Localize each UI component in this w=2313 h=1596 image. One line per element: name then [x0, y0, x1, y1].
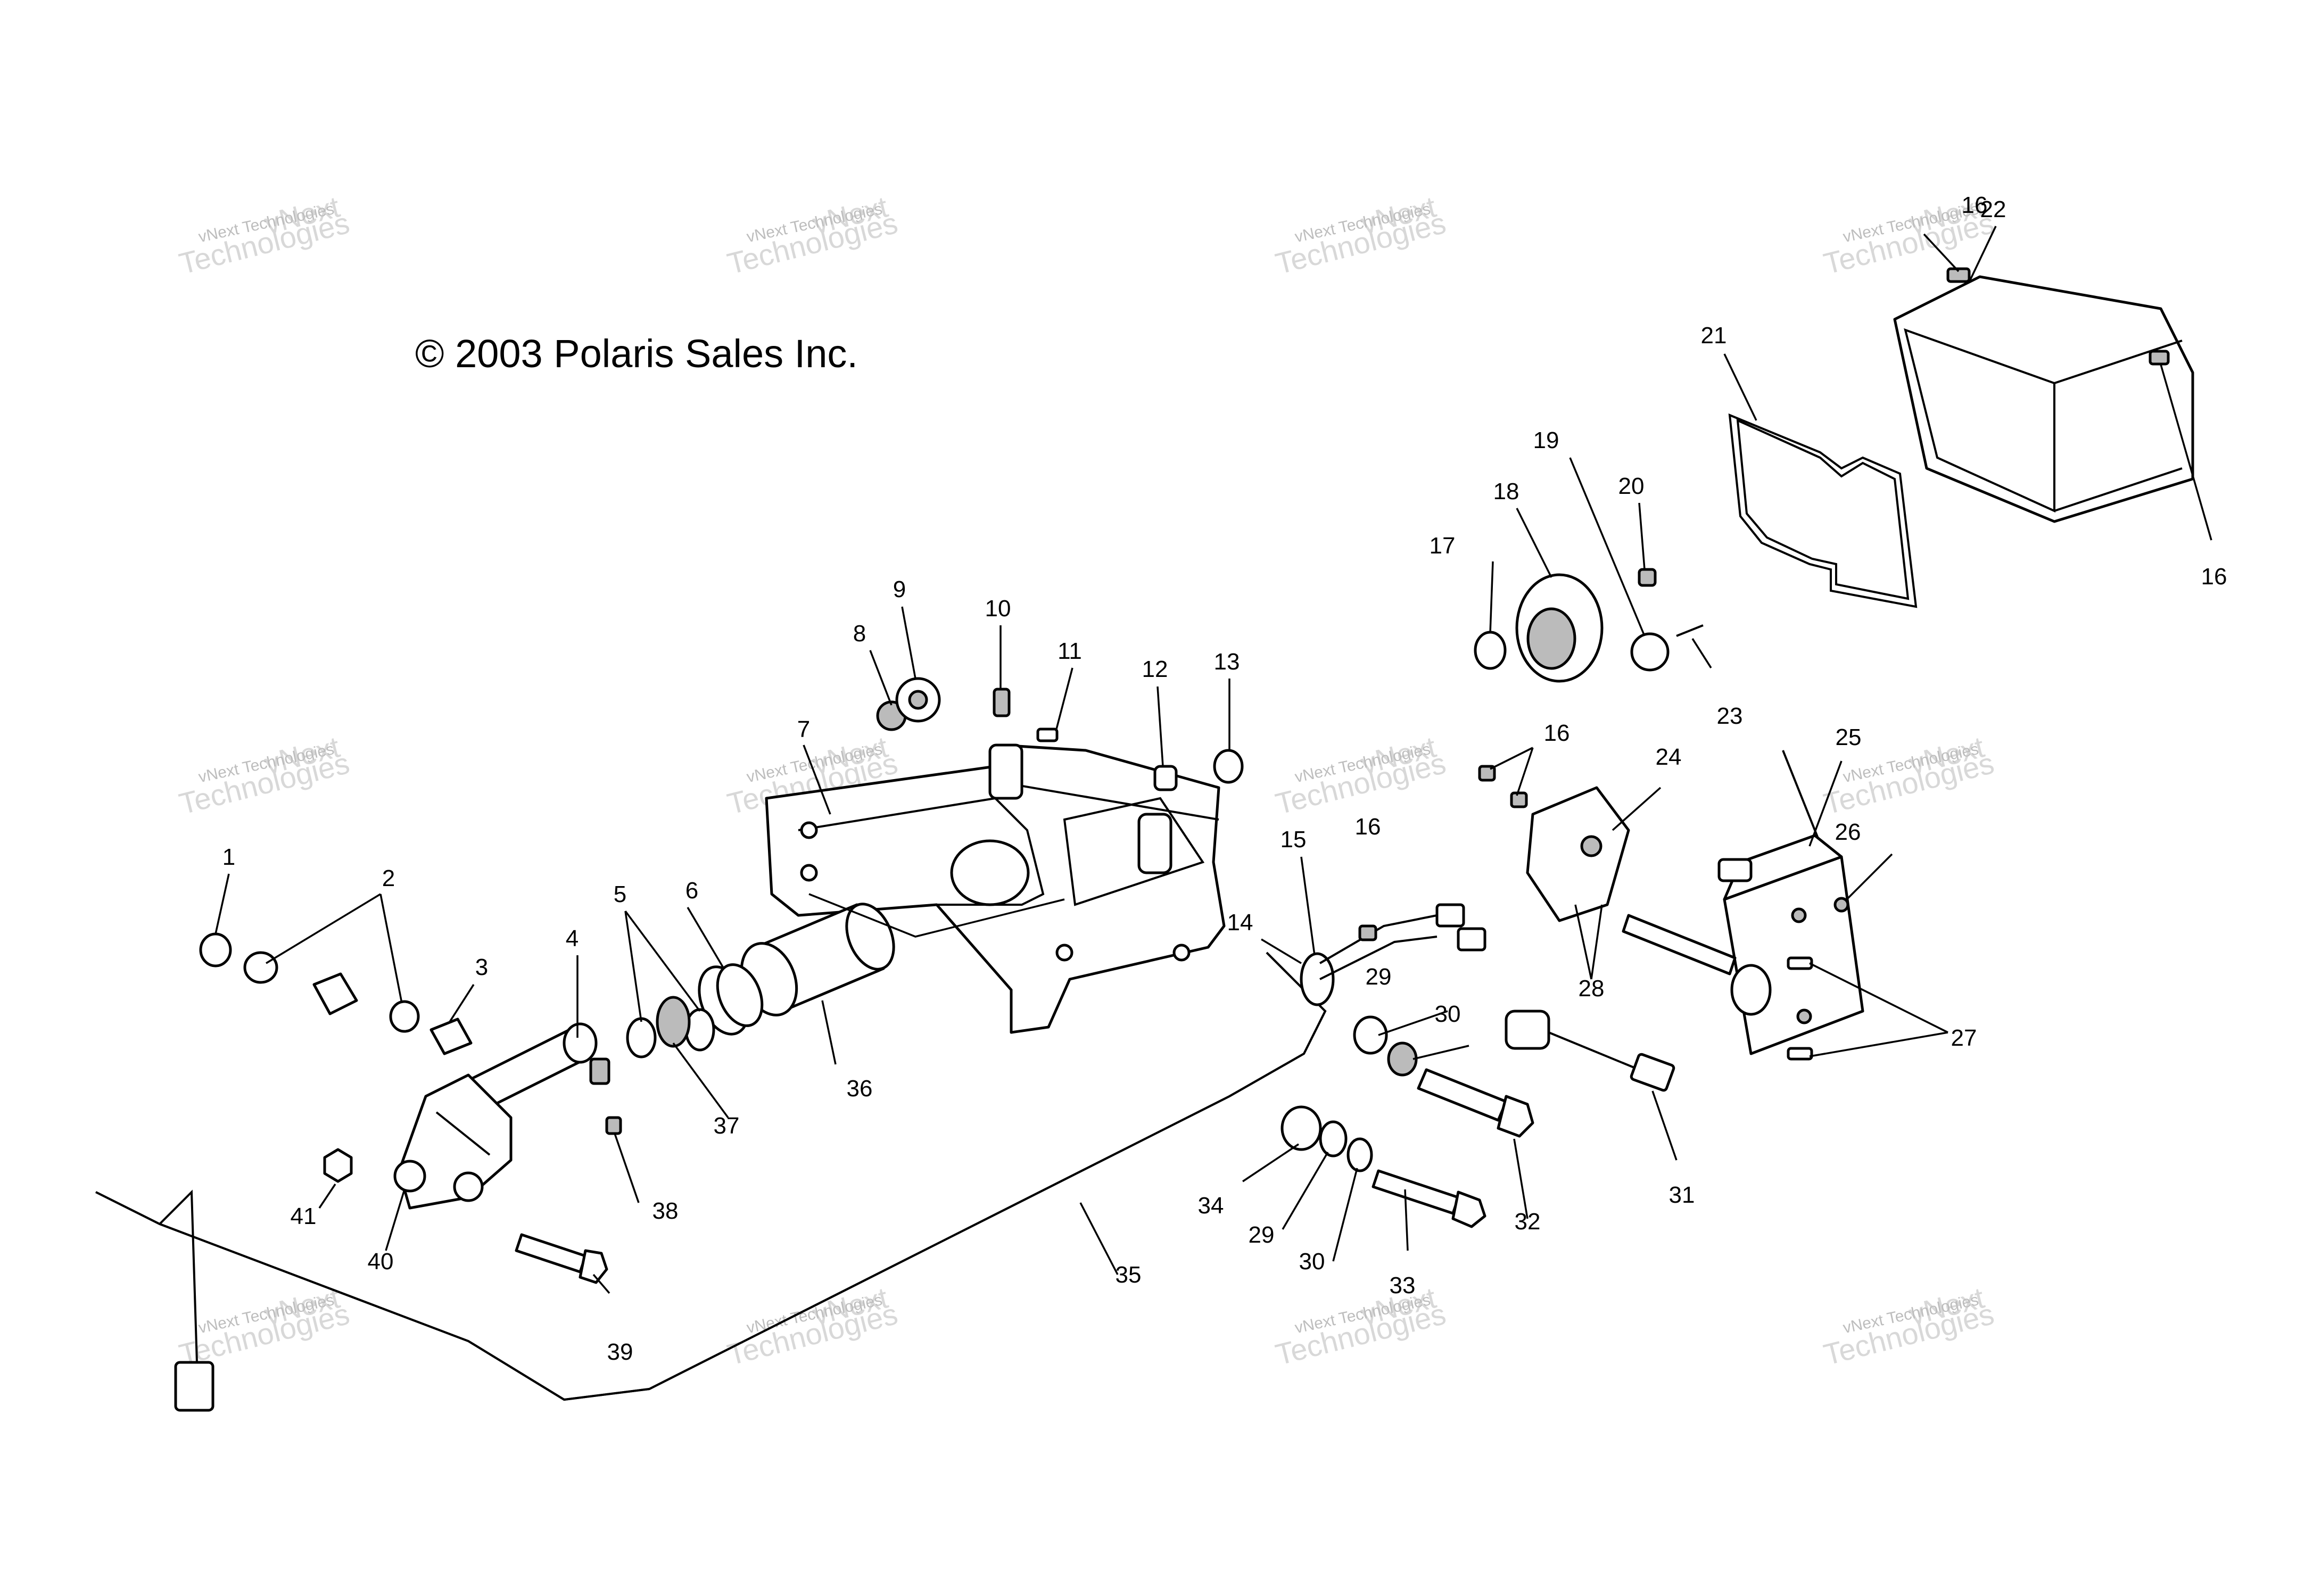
- callout-38: 38: [652, 1198, 679, 1224]
- washer-5a: [626, 1017, 657, 1059]
- sensor-15: [1300, 903, 1486, 1006]
- bushing-12: [1153, 765, 1178, 791]
- cover-plate-24: [1526, 786, 1630, 922]
- bolt-33: [1372, 1169, 1460, 1215]
- set-screw-38: [605, 1116, 622, 1135]
- callout-17: 17: [1430, 533, 1456, 559]
- callout-25: 25: [1836, 724, 1862, 750]
- callout-4: 4: [566, 925, 579, 952]
- bushing-2: [312, 972, 358, 1015]
- nut-19: [1630, 632, 1670, 672]
- screw-27a: [1787, 956, 1813, 970]
- callout-20: 20: [1618, 473, 1645, 499]
- nut-41: [323, 1148, 353, 1183]
- o-ring-2: [716, 963, 764, 1027]
- screw-16b: [1510, 791, 1528, 808]
- spacer-3: [429, 1018, 473, 1055]
- copyright-notice: © 2003 Polaris Sales Inc.: [415, 332, 858, 376]
- callout-41: 41: [291, 1203, 317, 1229]
- bolt-32: [1417, 1068, 1508, 1122]
- trim-motor-26: [1622, 834, 1864, 1055]
- leader-lines: [214, 226, 2212, 1294]
- callout-29: 29: [1249, 1222, 1275, 1248]
- callout-15: 15: [1281, 826, 1307, 853]
- callout-35: 35: [1116, 1262, 1142, 1288]
- callout-32: 32: [1515, 1209, 1541, 1235]
- callout-8: 8: [853, 621, 866, 647]
- callout-2: 2: [382, 865, 395, 891]
- screw-27b: [1787, 1047, 1813, 1061]
- callout-10: 10: [985, 596, 1011, 622]
- callout-16: 16: [1355, 814, 1381, 840]
- sender-31: [1505, 1010, 1675, 1092]
- callout-40: 40: [368, 1248, 394, 1275]
- callout-37: 37: [714, 1113, 740, 1139]
- washer-29a: [1353, 1015, 1388, 1055]
- callout-29: 29: [1366, 964, 1392, 990]
- spring-23: [1676, 624, 1704, 637]
- callout-3: 3: [475, 954, 488, 980]
- washer-29b: [1319, 1120, 1348, 1157]
- seal-37: [656, 996, 691, 1048]
- callout-18: 18: [1493, 478, 1519, 505]
- clevis-40: [393, 1073, 513, 1210]
- screw-16a: [1478, 765, 1496, 782]
- housing-22: [1893, 275, 2194, 523]
- washer-30a: [1387, 1041, 1418, 1077]
- screw-20: [1638, 568, 1657, 587]
- callout-16: 16: [2201, 564, 2227, 590]
- callout-5: 5: [614, 881, 626, 907]
- callout-9: 9: [893, 576, 906, 602]
- callout-1: 1: [222, 844, 235, 870]
- washer-1: [199, 932, 232, 967]
- callout-7: 7: [797, 716, 810, 742]
- gasket-21: [1728, 413, 1918, 608]
- callout-30: 30: [1435, 1001, 1461, 1027]
- fitting-10: [993, 688, 1011, 717]
- callout-30: 30: [1299, 1248, 1325, 1275]
- callout-16: 16: [1962, 192, 1988, 218]
- bolt-39: [515, 1233, 587, 1274]
- harness-connector: [174, 1361, 214, 1412]
- gear-18: [1515, 573, 1604, 683]
- callout-39: 39: [607, 1339, 633, 1365]
- callout-31: 31: [1669, 1182, 1695, 1208]
- callout-23: 23: [1717, 703, 1743, 729]
- callout-36: 36: [847, 1076, 873, 1102]
- spacer-34: [1281, 1105, 1322, 1151]
- callout-24: 24: [1656, 744, 1682, 770]
- washer-30b: [1347, 1137, 1373, 1172]
- callout-21: 21: [1701, 322, 1727, 349]
- washer-2a: [243, 951, 278, 984]
- screw-16-right: [2149, 350, 2170, 366]
- callout-33: 33: [1390, 1272, 1416, 1299]
- callout-22: 22: [1980, 196, 2006, 222]
- callout-14: 14: [1227, 909, 1253, 936]
- screw-16-top: [1946, 267, 1971, 283]
- callout-34: 34: [1198, 1193, 1224, 1219]
- callout-28: 28: [1579, 975, 1605, 1002]
- screw-16c: [1358, 924, 1377, 941]
- pin-11: [1036, 727, 1059, 742]
- washer-2b: [389, 1000, 420, 1033]
- actuator-arm: [467, 1022, 610, 1114]
- callout-6: 6: [685, 878, 698, 904]
- callout-12: 12: [1142, 656, 1168, 682]
- sleeve-13: [1213, 749, 1244, 784]
- callout-11: 11: [1058, 638, 1082, 664]
- harness-branch: [159, 1189, 198, 1363]
- callout-26: 26: [1835, 819, 1861, 845]
- washer-5b: [684, 1008, 715, 1052]
- callout-27: 27: [1951, 1025, 1977, 1051]
- trim-bracket-housing: [765, 743, 1226, 1034]
- callout-19: 19: [1533, 427, 1559, 453]
- callout-13: 13: [1214, 649, 1240, 675]
- callout-16: 16: [1544, 720, 1570, 746]
- washer-17: [1474, 631, 1507, 670]
